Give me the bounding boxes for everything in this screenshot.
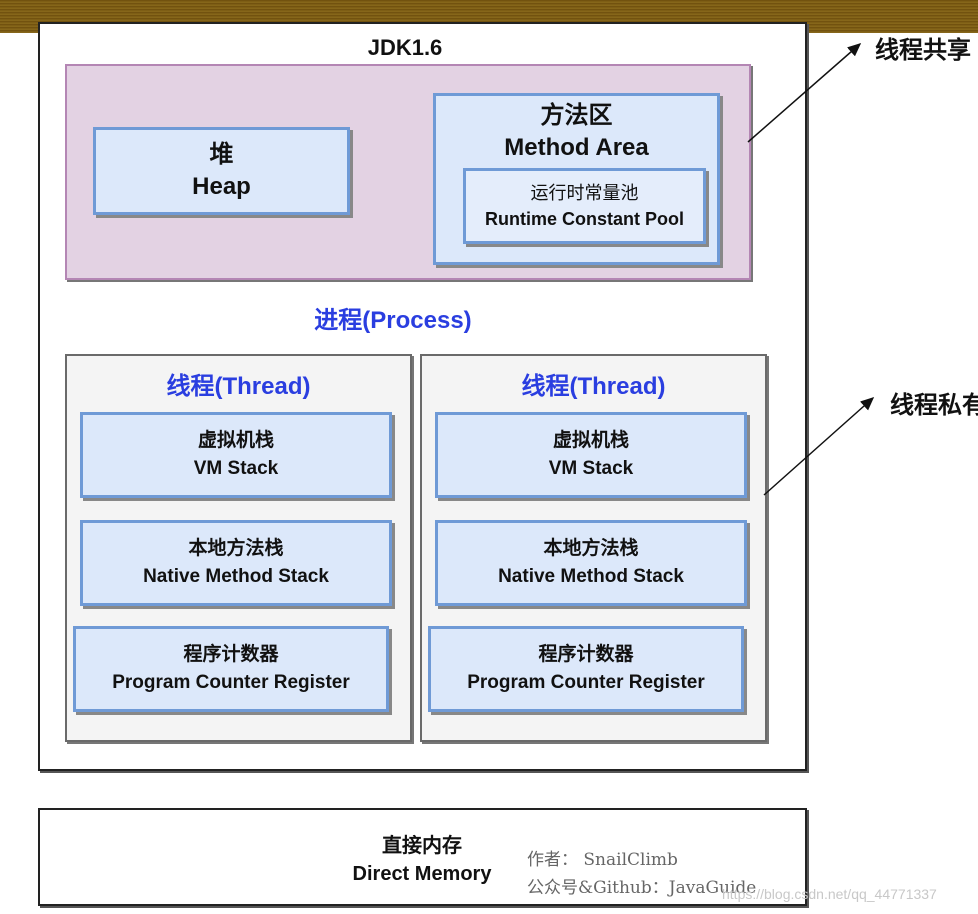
program-counter-register-box: 程序计数器 Program Counter Register: [428, 626, 744, 712]
heap-en-label: Heap: [192, 173, 251, 200]
method-area-cn-label: 方法区: [540, 102, 613, 129]
native-stack-cn-label: 本地方法栈: [543, 538, 639, 559]
process-label: 进程(Process): [314, 307, 472, 334]
native-stack-en-label: Native Method Stack: [143, 566, 329, 587]
program-counter-register-box: 程序计数器 Program Counter Register: [73, 626, 389, 712]
heap-cn-label: 堆: [209, 141, 234, 168]
thread-title: 线程(Thread): [521, 373, 666, 400]
thread-title: 线程(Thread): [166, 373, 311, 400]
jdk-title: JDK1.6: [367, 35, 443, 60]
pc-register-en-label: Program Counter Register: [112, 672, 350, 693]
heap-box: 堆 Heap: [93, 127, 350, 215]
direct-memory-en-label: Direct Memory: [352, 863, 492, 885]
thread-panel-1: 线程(Thread) 虚拟机栈 VM Stack 本地方法栈 Native Me…: [65, 354, 412, 742]
thread-private-label: 线程私有: [890, 392, 978, 419]
native-method-stack-box: 本地方法栈 Native Method Stack: [80, 520, 392, 606]
direct-memory-box: 直接内存 Direct Memory 作者： SnailClimb 公众号&Gi…: [38, 808, 807, 906]
private-arrow-line: [763, 397, 875, 496]
direct-memory-label: 直接内存 Direct Memory: [342, 832, 502, 888]
native-stack-cn-label: 本地方法栈: [188, 538, 284, 559]
thread-shared-label: 线程共享: [875, 37, 971, 64]
direct-memory-cn-label: 直接内存: [382, 835, 462, 857]
author-line: 作者： SnailClimb: [527, 850, 678, 870]
native-stack-en-label: Native Method Stack: [498, 566, 684, 587]
method-area-en-label: Method Area: [504, 134, 649, 161]
vm-stack-cn-label: 虚拟机栈: [552, 430, 629, 451]
watermark: https://blog.csdn.net/qq_44771337: [722, 886, 937, 902]
vm-stack-en-label: VM Stack: [193, 458, 279, 479]
pc-register-en-label: Program Counter Register: [467, 672, 705, 693]
pc-register-cn-label: 程序计数器: [538, 644, 634, 665]
vm-stack-cn-label: 虚拟机栈: [197, 430, 274, 451]
vm-stack-box: 虚拟机栈 VM Stack: [435, 412, 747, 498]
native-method-stack-box: 本地方法栈 Native Method Stack: [435, 520, 747, 606]
author-credit: 作者： SnailClimb 公众号&Github：JavaGuide: [527, 846, 756, 902]
runtime-constant-pool-box: 运行时常量池 Runtime Constant Pool: [463, 168, 706, 244]
vm-stack-en-label: VM Stack: [548, 458, 634, 479]
thread-panel-2: 线程(Thread) 虚拟机栈 VM Stack 本地方法栈 Native Me…: [420, 354, 767, 742]
pc-register-cn-label: 程序计数器: [183, 644, 279, 665]
account-line: 公众号&Github：JavaGuide: [527, 878, 757, 898]
vm-stack-box: 虚拟机栈 VM Stack: [80, 412, 392, 498]
shared-arrow-line: [747, 43, 862, 143]
rcp-en-label: Runtime Constant Pool: [485, 209, 684, 229]
rcp-cn-label: 运行时常量池: [530, 183, 639, 203]
